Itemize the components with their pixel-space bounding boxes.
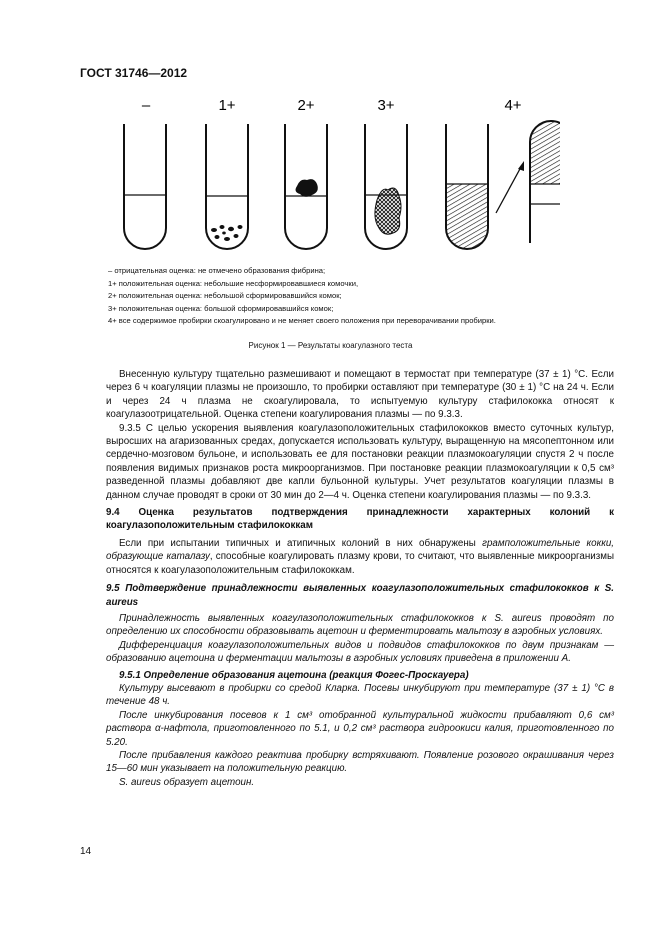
paragraph: Культуру высевают в пробирки со средой К… <box>106 682 614 708</box>
paragraph: Если при испытании типичных и атипичных … <box>106 537 614 577</box>
tube-3plus <box>364 124 408 250</box>
tube-1plus <box>205 124 249 250</box>
arrow-icon <box>495 161 524 214</box>
paragraph: После инкубирования посевов к 1 см³ отоб… <box>106 709 614 748</box>
legend-item: – отрицательная оценка: не отмечено обра… <box>108 266 326 275</box>
tube-label-negative: – <box>142 97 151 114</box>
section-heading: 9.4 Оценка результатов подтверждения при… <box>106 507 614 532</box>
tube-4plus-upright <box>445 124 489 250</box>
legend-item: 2+ положительная оценка: небольшой сформ… <box>108 291 342 301</box>
figure-caption: Рисунок 1 — Результаты коагулазного тест… <box>248 341 413 350</box>
page-number: 14 <box>80 846 92 857</box>
tube-label-4plus: 4+ <box>504 97 521 114</box>
tube-2plus <box>284 124 328 250</box>
document-header: ГОСТ 31746—2012 <box>80 66 188 80</box>
tube-label-1plus: 1+ <box>218 97 235 114</box>
tube-label-3plus: 3+ <box>377 97 394 114</box>
paragraph: Принадлежность выявленных коагулазополож… <box>106 612 614 638</box>
coagulase-test-figure: – 1+ 2+ 3+ 4+ <box>123 97 560 250</box>
paragraph: Внесенную культуру тщательно размешивают… <box>106 369 614 421</box>
legend-item: 1+ положительная оценка: небольшие несфо… <box>108 278 359 288</box>
section-heading: 9.5 Подтверждение принадлежности выявлен… <box>106 583 614 608</box>
text-span: грамположительные кокки, образующие ката… <box>106 537 614 563</box>
tube-negative <box>123 124 167 250</box>
text-span: Если при испытании типичных и атипичных … <box>119 537 483 549</box>
paragraph: Дифференциация коагулазоположительных ви… <box>106 639 614 665</box>
paragraph: После прибавления каждого реактива проби… <box>106 749 614 775</box>
legend-item: 3+ положительная оценка: большой сформир… <box>108 303 334 313</box>
tube-label-2plus: 2+ <box>297 97 314 114</box>
section-heading: 9.5.1 Определение образования ацетоина (… <box>119 669 469 681</box>
text-span: , способные коагулировать плазму крови, … <box>106 551 614 576</box>
tube-4plus-inverted <box>529 120 560 243</box>
legend-item: 4+ все содержимое пробирки скоагулирован… <box>108 316 496 326</box>
body-text: Внесенную культуру тщательно размешивают… <box>106 368 614 789</box>
paragraph: S. aureus образует ацетоин. <box>119 776 255 788</box>
figure-legend: – отрицательная оценка: не отмечено обра… <box>108 265 628 328</box>
paragraph: 9.3.5 С целью ускорения выявления коагул… <box>106 422 614 501</box>
